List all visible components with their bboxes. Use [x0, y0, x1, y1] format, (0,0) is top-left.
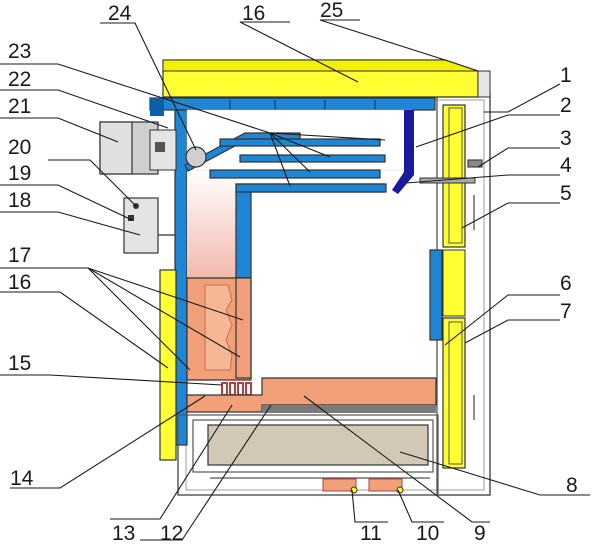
label-24: 24 — [108, 2, 132, 25]
grate — [262, 405, 436, 413]
flue-baffles — [184, 132, 386, 179]
jacket-ribs — [229, 100, 376, 110]
label-17: 17 — [8, 244, 31, 267]
label-1: 1 — [560, 64, 572, 87]
bottom-heating-elements — [322, 478, 404, 494]
rear-baffle-plate — [392, 110, 414, 194]
label-6: 6 — [560, 272, 572, 295]
label-13: 13 — [112, 522, 135, 544]
leader-lines — [0, 19, 590, 541]
label-19: 19 — [8, 162, 31, 185]
label-22: 22 — [8, 68, 31, 91]
label-25: 25 — [320, 0, 343, 22]
label-5: 5 — [560, 182, 572, 205]
label-3: 3 — [560, 127, 572, 150]
label-16-top: 16 — [242, 2, 265, 25]
label-7: 7 — [560, 300, 572, 323]
label-21: 21 — [8, 95, 31, 118]
top-insulation-cover — [162, 59, 491, 98]
label-10: 10 — [416, 522, 439, 544]
label-11: 11 — [360, 522, 382, 544]
bottom-frame — [177, 414, 439, 496]
label-12: 12 — [160, 522, 183, 544]
draft-regulator-box — [123, 197, 175, 254]
inner-water-wall — [235, 183, 385, 279]
air-nozzles — [221, 382, 252, 396]
ash-box — [207, 424, 429, 466]
rear-thermometer-sleeve — [419, 177, 476, 184]
temperature-sensor-bulb — [185, 146, 207, 168]
left-water-jacket — [174, 109, 188, 446]
door-handle — [467, 159, 483, 420]
label-14: 14 — [10, 467, 34, 490]
label-15: 15 — [8, 352, 31, 375]
label-4: 4 — [560, 154, 572, 177]
label-8: 8 — [566, 474, 578, 497]
chamotte-lining — [186, 277, 252, 381]
top-left-jacket-corner — [150, 98, 164, 116]
rear-water-jacket — [429, 249, 443, 341]
label-18: 18 — [8, 189, 31, 212]
label-2: 2 — [560, 94, 572, 117]
blower-fan — [99, 121, 177, 175]
label-20: 20 — [8, 136, 31, 159]
label-23: 23 — [8, 40, 31, 63]
callout-labels: 1 2 3 4 5 6 7 8 9 10 11 12 13 14 15 16 1… — [8, 0, 578, 544]
label-9: 9 — [474, 522, 486, 544]
label-16-lower: 16 — [8, 271, 31, 294]
front-insulation — [159, 269, 177, 461]
